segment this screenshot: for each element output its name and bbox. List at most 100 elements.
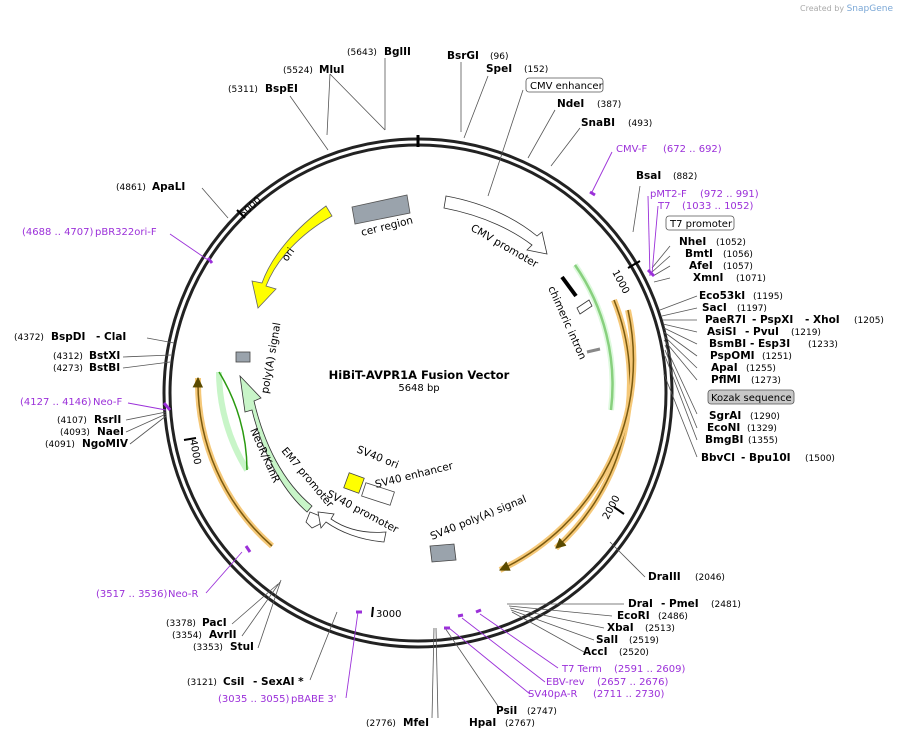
enzyme-label[interactable]: BsmBI — [709, 338, 746, 350]
enzyme-label[interactable]: NgoMIV — [82, 438, 129, 450]
em7-promoter-label: EM7 promoter — [279, 445, 336, 510]
enzyme-label[interactable]: XbaI — [607, 622, 634, 634]
enzyme-pos: (1052) — [716, 238, 746, 248]
kozak-sequence-box[interactable] — [707, 389, 795, 405]
sv40-polya-feature[interactable] — [429, 543, 457, 563]
enzyme-label[interactable]: RsrII — [94, 414, 121, 426]
snapgene-credit: Created by SnapGene — [800, 4, 893, 14]
sv40-polya-label: SV40 poly(A) signal — [429, 493, 529, 543]
enzyme-pos: (2046) — [695, 573, 725, 583]
enzyme-pos: (2481) — [711, 600, 741, 610]
tick-label-5000: 5000 — [238, 195, 264, 220]
primer-label[interactable]: pBR322ori-F — [95, 227, 157, 238]
cmv-enhancer-box[interactable] — [525, 77, 604, 93]
primer-label[interactable]: T7 Term — [561, 664, 602, 675]
enzyme-label[interactable]: PacI — [202, 617, 227, 629]
enzyme-pos: (2513) — [645, 624, 675, 634]
enzyme-label[interactable]: - ClaI — [96, 331, 126, 343]
ori-feature[interactable] — [251, 205, 333, 309]
enzyme-label[interactable]: NaeI — [97, 426, 124, 438]
enzyme-pos: (4093) — [60, 428, 90, 438]
enzyme-pos: (1071) — [736, 274, 766, 284]
sv40-ori-feature[interactable] — [343, 472, 365, 494]
enzyme-label[interactable]: CsiI — [223, 676, 244, 688]
enzyme-label[interactable]: AvrII — [209, 629, 237, 641]
primer-label[interactable]: SV40pA-R — [528, 689, 577, 700]
em7-promoter-feature[interactable] — [305, 511, 321, 529]
enzyme-label[interactable]: MfeI — [403, 717, 429, 729]
tick-marks — [183, 209, 641, 618]
enzyme-label[interactable]: SacI — [702, 302, 727, 314]
enzyme-label[interactable]: BmtI — [685, 248, 713, 260]
enzyme-label[interactable]: NdeI — [557, 98, 584, 110]
cmv-promoter-feature[interactable] — [443, 195, 548, 255]
enzyme-label[interactable]: DraI — [628, 598, 653, 610]
enzyme-label[interactable]: BmgBI — [705, 434, 743, 446]
enzyme-label[interactable]: StuI — [230, 641, 254, 653]
enzyme-label[interactable]: SnaBI — [581, 117, 615, 129]
enzyme-label[interactable]: EcoNI — [707, 422, 740, 434]
enzyme-label[interactable]: - PvuI — [745, 326, 779, 338]
enzyme-label[interactable]: AccI — [583, 646, 607, 658]
enzyme-label[interactable]: PsiI — [496, 705, 517, 717]
neor-kanr-feature[interactable] — [239, 374, 313, 513]
enzyme-label[interactable]: ApaLI — [152, 181, 185, 193]
tick-1000 — [627, 260, 641, 269]
enzyme-label[interactable]: - Esp3I — [750, 338, 790, 350]
enzyme-pos: (493) — [628, 119, 652, 129]
enzyme-label[interactable]: - XhoI — [805, 314, 840, 326]
enzyme-label[interactable]: DraIII — [648, 571, 681, 583]
cmv-promoter-label: CMV promoter — [469, 222, 541, 271]
primer-label[interactable]: Neo-R — [168, 589, 199, 600]
primer-label[interactable]: EBV-rev — [546, 677, 585, 688]
enzyme-label[interactable]: PaeR7I — [705, 314, 746, 326]
enzyme-pos: (1195) — [753, 292, 783, 302]
polya-signal-feature[interactable] — [235, 351, 251, 363]
primer-label[interactable]: Neo-F — [93, 397, 123, 408]
enzyme-label[interactable]: AfeI — [689, 260, 713, 272]
sv40-ori-label: SV40 ori — [355, 444, 400, 472]
enzyme-label[interactable]: EcoRI — [617, 610, 650, 622]
primer-label[interactable]: CMV-F — [616, 144, 647, 155]
primer-range: (2591 .. 2609) — [614, 664, 686, 675]
enzyme-label[interactable]: SgrAI — [709, 410, 741, 422]
enzyme-label[interactable]: PflMI — [711, 374, 741, 386]
enzyme-label[interactable]: BstXI — [89, 350, 120, 362]
primer-label[interactable]: T7 — [657, 201, 670, 212]
primer-range: (1033 .. 1052) — [682, 201, 754, 212]
t7-promoter-box[interactable] — [665, 215, 735, 231]
sv40-enhancer-feature[interactable] — [361, 482, 395, 506]
enzyme-label[interactable]: HpaI — [469, 717, 496, 729]
primer-label[interactable]: pMT2-F — [650, 189, 687, 200]
chimeric-intron-feature[interactable] — [576, 299, 593, 315]
enzyme-label[interactable]: XmnI — [693, 272, 723, 284]
enzyme-label[interactable]: ApaI — [711, 362, 738, 374]
kozak-marker — [586, 347, 601, 354]
enzyme-label[interactable]: NheI — [679, 236, 706, 248]
enzyme-label[interactable]: - PspXI — [752, 314, 793, 326]
enzyme-label[interactable]: PspOMI — [710, 350, 755, 362]
enzyme-label[interactable]: MluI — [319, 64, 344, 76]
enzyme-label[interactable]: SpeI — [486, 63, 512, 75]
enzyme-label[interactable]: - PmeI — [661, 598, 699, 610]
enzyme-label[interactable]: BsrGI — [447, 50, 479, 62]
enzyme-label[interactable]: - SexAI * — [253, 676, 304, 688]
polya-signal-label: poly(A) signal — [259, 322, 283, 395]
enzyme-pos: (4091) — [45, 440, 75, 450]
enzyme-label[interactable]: SalI — [596, 634, 618, 646]
enzyme-pos: (1273) — [751, 376, 781, 386]
enzyme-label[interactable]: BglII — [384, 46, 411, 58]
primer-label[interactable]: pBABE 3' — [291, 694, 337, 705]
enzyme-label[interactable]: BsaI — [636, 170, 661, 182]
enzyme-label[interactable]: BstBI — [89, 362, 120, 374]
enzyme-pos: (1355) — [748, 436, 778, 446]
sv40-promoter-feature[interactable] — [317, 511, 387, 543]
enzyme-pos: (1251) — [762, 352, 792, 362]
enzyme-label[interactable]: BbvCI — [701, 452, 735, 464]
cer-region-feature[interactable] — [351, 194, 411, 225]
enzyme-label[interactable]: BspEI — [265, 83, 298, 95]
enzyme-label[interactable]: - Bpu10I — [741, 452, 791, 464]
enzyme-label[interactable]: Eco53kI — [699, 290, 745, 302]
enzyme-label[interactable]: BspDI — [51, 331, 85, 343]
enzyme-label[interactable]: AsiSI — [707, 326, 736, 338]
